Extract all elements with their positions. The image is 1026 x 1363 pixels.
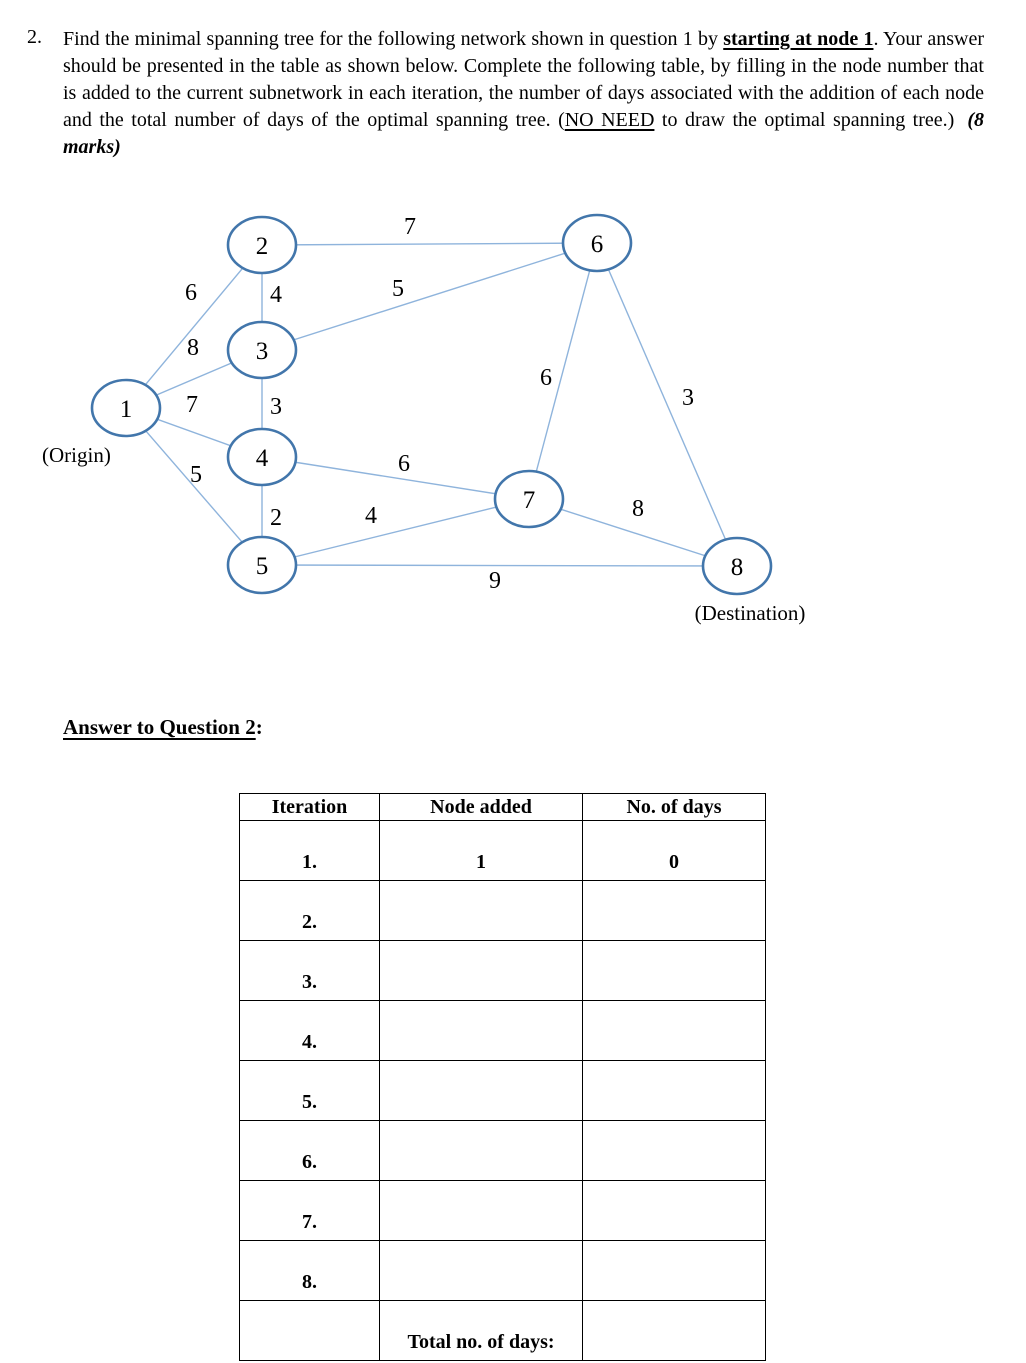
table-row: 8. [239, 1240, 766, 1301]
destination-label: (Destination) [695, 601, 806, 625]
node-1 [90, 378, 162, 438]
edge-2-3-weight: 4 [270, 282, 282, 308]
edge-1-2-weight: 6 [185, 280, 197, 306]
question-text-part1: Find the minimal spanning tree for the f… [63, 28, 724, 50]
edge-6-7-weight: 6 [540, 365, 552, 391]
table-row: 2. [239, 880, 766, 941]
diagram-edges [125, 242, 738, 567]
diagram-edge-weights: 6 8 7 5 4 7 5 3 2 6 4 9 6 3 8 [185, 214, 694, 594]
node-7-label: 7 [523, 487, 536, 514]
edge-2-6-weight: 7 [404, 214, 416, 240]
days-cell [582, 940, 766, 1001]
edge-4-7 [261, 456, 530, 500]
node-3-label: 3 [256, 338, 269, 365]
iteration-cell: 8. [239, 1240, 380, 1301]
node-4 [226, 427, 298, 487]
iteration-cell: 1. [239, 820, 380, 881]
question-emphasis-start-node: starting at node 1 [723, 28, 874, 50]
node-7 [493, 469, 565, 529]
days-cell [582, 1120, 766, 1181]
iteration-cell: 2. [239, 880, 380, 941]
table-row: 5. [239, 1060, 766, 1121]
table-row-total: Total no. of days: [239, 1300, 766, 1361]
node-1-label: 1 [120, 396, 133, 423]
node-added-cell [379, 1060, 583, 1121]
table-row: 4. [239, 1000, 766, 1061]
days-cell: 0 [582, 820, 766, 881]
edge-6-8 [596, 242, 738, 567]
node-added-cell [379, 1000, 583, 1061]
node-2 [226, 215, 298, 275]
edge-7-8-weight: 8 [632, 496, 644, 522]
total-days-label-cell: Total no. of days: [379, 1300, 583, 1361]
question-number: 2. [27, 26, 42, 48]
node-added-cell [379, 880, 583, 941]
edge-4-7-weight: 6 [398, 451, 410, 477]
iteration-cell: 3. [239, 940, 380, 1001]
table-row: 3. [239, 940, 766, 1001]
answer-heading: Answer to Question 2: [63, 715, 263, 740]
question-marks: (8 marks) [63, 109, 984, 158]
node-added-cell [379, 1180, 583, 1241]
answer-heading-text: Answer to Question 2 [63, 715, 256, 739]
edge-1-4-weight: 7 [186, 392, 198, 418]
table-row: 6. [239, 1120, 766, 1181]
origin-label: (Origin) [42, 443, 111, 467]
question-text-part2: . Your answer should be presented in the… [63, 28, 984, 131]
node-3 [226, 320, 298, 380]
table-header-row: Iteration Node added No. of days [239, 793, 766, 821]
node-2-label: 2 [256, 233, 269, 260]
node-5-label: 5 [256, 553, 269, 580]
table-row: 1. 1 0 [239, 820, 766, 881]
iteration-cell: 4. [239, 1000, 380, 1061]
node-8 [701, 536, 773, 596]
iteration-cell: 7. [239, 1180, 380, 1241]
node-5 [226, 535, 298, 595]
edge-1-5 [125, 407, 263, 566]
days-cell [582, 1000, 766, 1061]
network-diagram: 1 2 3 4 5 6 7 8 6 8 7 5 4 7 5 3 2 6 4 9 … [42, 213, 806, 625]
node-4-label: 4 [256, 445, 269, 472]
question-text-part3: to draw the optimal spanning tree.) [654, 109, 955, 131]
question-text: Find the minimal spanning tree for the f… [63, 26, 984, 161]
diagram-nodes: 1 2 3 4 5 6 7 8 [90, 213, 773, 596]
days-cell [582, 1060, 766, 1121]
node-6-label: 6 [591, 231, 604, 258]
node-added-cell [379, 940, 583, 1001]
days-cell [582, 880, 766, 941]
edge-1-2 [125, 244, 263, 409]
days-cell [582, 1180, 766, 1241]
node-added-cell: 1 [379, 820, 583, 881]
edge-1-3-weight: 8 [187, 335, 199, 361]
question-emphasis-no-need: NO NEED [564, 109, 655, 131]
iteration-cell [239, 1300, 380, 1361]
iteration-cell: 5. [239, 1060, 380, 1121]
node-added-cell [379, 1240, 583, 1301]
total-days-value-cell [582, 1300, 766, 1361]
node-6 [561, 213, 633, 273]
col-header-node-added: Node added [379, 793, 583, 821]
edge-3-4-weight: 3 [270, 394, 282, 420]
edge-6-8-weight: 3 [682, 385, 694, 411]
answer-heading-colon: : [255, 715, 263, 739]
table-row: 7. [239, 1180, 766, 1241]
col-header-no-of-days: No. of days [582, 793, 766, 821]
col-header-iteration: Iteration [239, 793, 380, 821]
edge-3-6 [261, 242, 598, 351]
days-cell [582, 1240, 766, 1301]
node-8-label: 8 [731, 554, 744, 581]
edge-5-7 [261, 498, 530, 566]
edge-5-8-weight: 9 [489, 568, 501, 594]
node-added-cell [379, 1120, 583, 1181]
edge-2-6 [261, 242, 598, 246]
edge-7-8 [528, 498, 738, 567]
edge-6-7 [528, 242, 598, 500]
answer-table: Iteration Node added No. of days 1. 1 0 … [239, 793, 766, 1361]
edge-5-7-weight: 4 [365, 503, 377, 529]
edge-3-6-weight: 5 [392, 276, 404, 302]
edge-5-8 [261, 564, 738, 567]
iteration-cell: 6. [239, 1120, 380, 1181]
edge-1-5-weight: 5 [190, 462, 202, 488]
edge-4-5-weight: 2 [270, 505, 282, 531]
